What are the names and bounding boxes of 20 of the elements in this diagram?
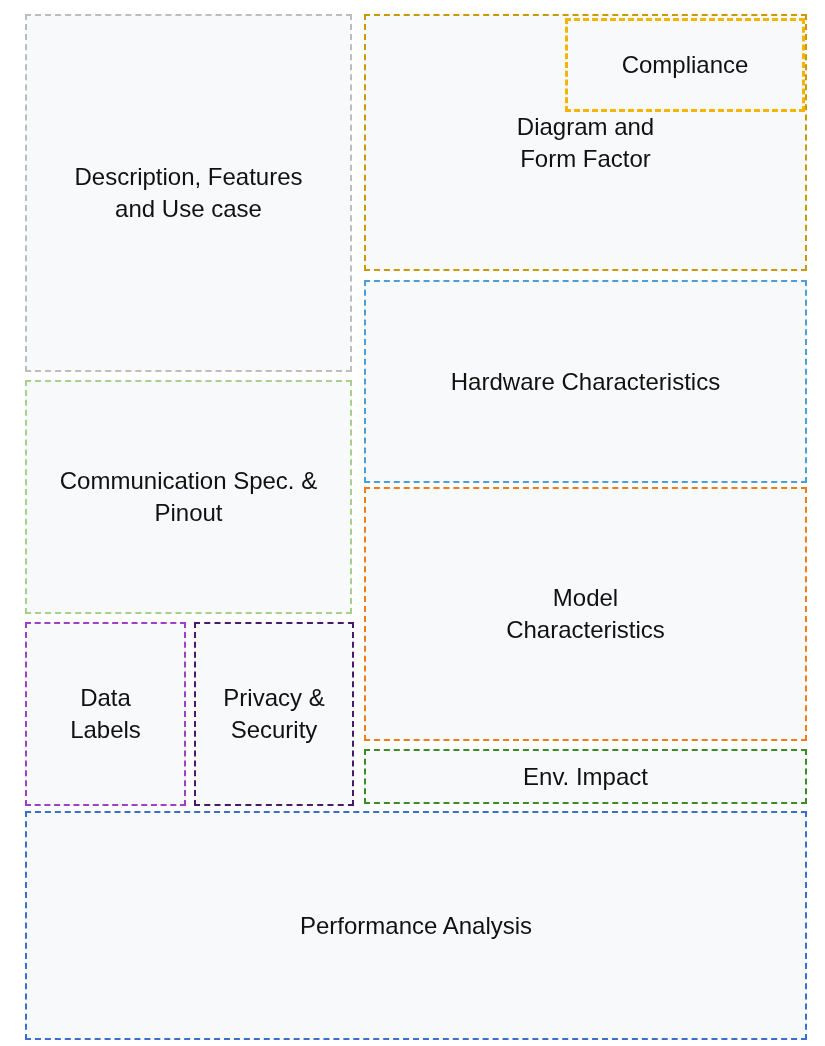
box-label: Performance Analysis (299, 910, 533, 941)
box-label: Model Characteristics (505, 583, 666, 645)
section-box (364, 487, 807, 741)
box-label: Compliance (621, 50, 749, 80)
section-box (565, 18, 805, 112)
section-box (25, 811, 807, 1040)
box-label: Diagram and Form Factor (515, 111, 656, 174)
section-box (25, 622, 186, 806)
section-box (194, 622, 354, 806)
section-box (364, 280, 807, 483)
box-label: Description, Features and Use case (73, 162, 304, 224)
section-box (364, 14, 807, 271)
box-label: Communication Spec. & Pinout (58, 466, 319, 528)
section-box (25, 380, 352, 614)
box-label: Data Labels (69, 683, 142, 745)
box-label: Privacy & Security (222, 683, 326, 745)
box-label: Env. Impact (523, 761, 648, 792)
box-label: Hardware Characteristics (450, 366, 721, 397)
section-box (25, 14, 352, 372)
section-box (364, 749, 807, 804)
